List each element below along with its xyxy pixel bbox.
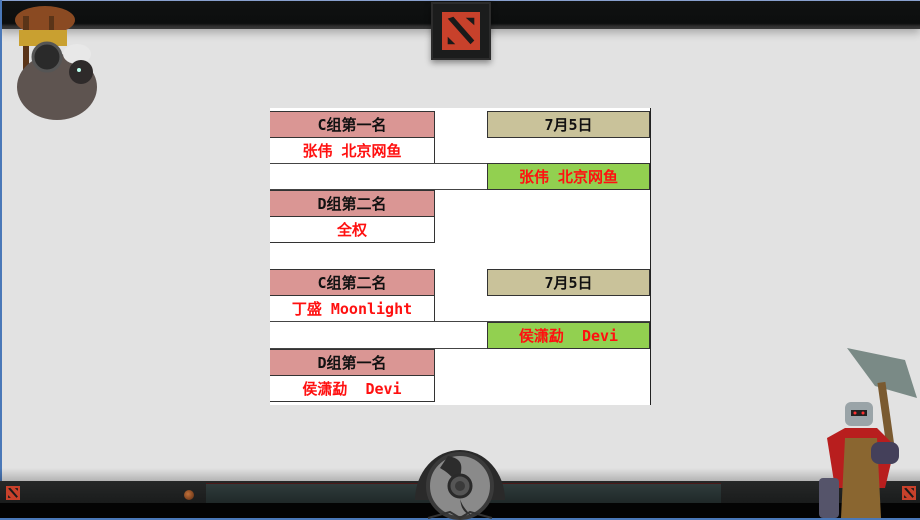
seed-label-cell: C组第二名 (270, 269, 435, 296)
dota-logo-icon (902, 486, 916, 500)
seed-label-cell: D组第二名 (270, 190, 435, 217)
window-top-edge (0, 0, 920, 1)
match-date-cell: 7月5日 (487, 269, 650, 296)
player-cell: 丁盛 Moonlight (270, 296, 435, 322)
player-cell: 侯潇勐 Devi (270, 376, 435, 402)
dota-logo-icon (442, 12, 480, 50)
top-logo-frame (431, 2, 491, 60)
row-divider (270, 321, 650, 322)
hero-portrait-icon (819, 348, 917, 518)
aegis-icon (415, 450, 505, 520)
winner-cell: 侯潇勐 Devi (487, 322, 650, 349)
row-divider (270, 163, 650, 164)
match-date-cell: 7月5日 (487, 111, 650, 138)
gem-icon (184, 490, 194, 500)
seed-label-cell: C组第一名 (270, 111, 435, 138)
bracket-sheet: C组第一名 张伟 北京网鱼 7月5日 张伟 北京网鱼 D组第二名 全权 C组第二… (270, 108, 651, 405)
row-divider (270, 189, 487, 190)
row-divider (270, 348, 487, 349)
seed-label-cell: D组第一名 (270, 349, 435, 376)
player-cell: 全权 (270, 217, 435, 243)
player-cell: 张伟 北京网鱼 (270, 138, 435, 164)
dota-logo-icon (6, 486, 20, 500)
hero-portrait-icon (15, 6, 97, 120)
window-left-edge (0, 0, 2, 520)
winner-cell: 张伟 北京网鱼 (487, 163, 650, 190)
